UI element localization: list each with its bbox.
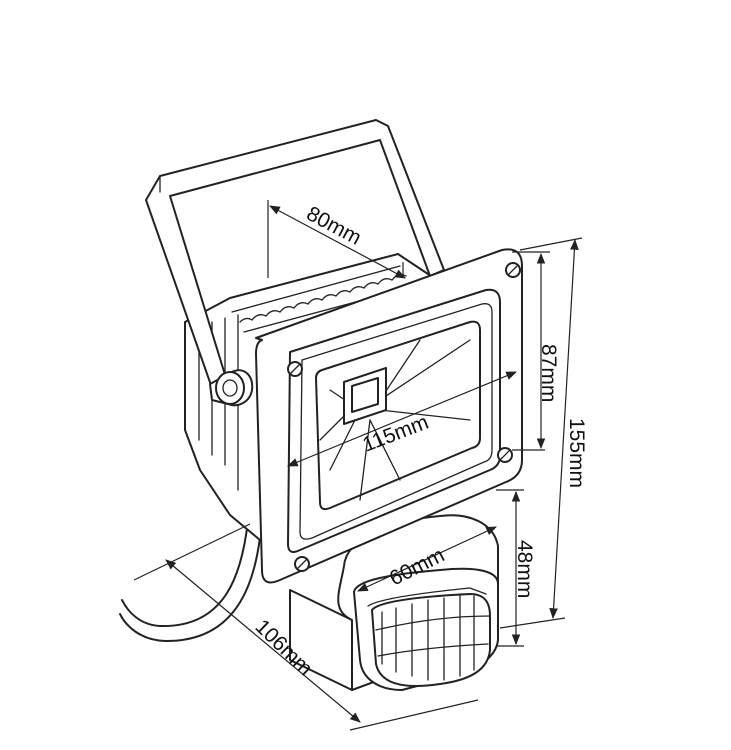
dim-106mm	[133, 523, 479, 731]
label-87mm: 87mm	[537, 344, 560, 402]
dimension-lines	[133, 200, 583, 731]
dim-48mm	[496, 489, 524, 647]
label-48mm: 48mm	[513, 540, 536, 598]
bracket-knob	[209, 369, 254, 407]
dim-80mm	[267, 200, 406, 279]
pir-lens	[371, 593, 491, 687]
label-155mm: 155mm	[565, 418, 588, 488]
dim-115mm	[287, 371, 517, 467]
dim-60mm	[357, 526, 497, 592]
label-80mm: 80mm	[303, 202, 365, 250]
dim-155mm	[499, 237, 583, 629]
dim-87mm	[512, 251, 550, 451]
